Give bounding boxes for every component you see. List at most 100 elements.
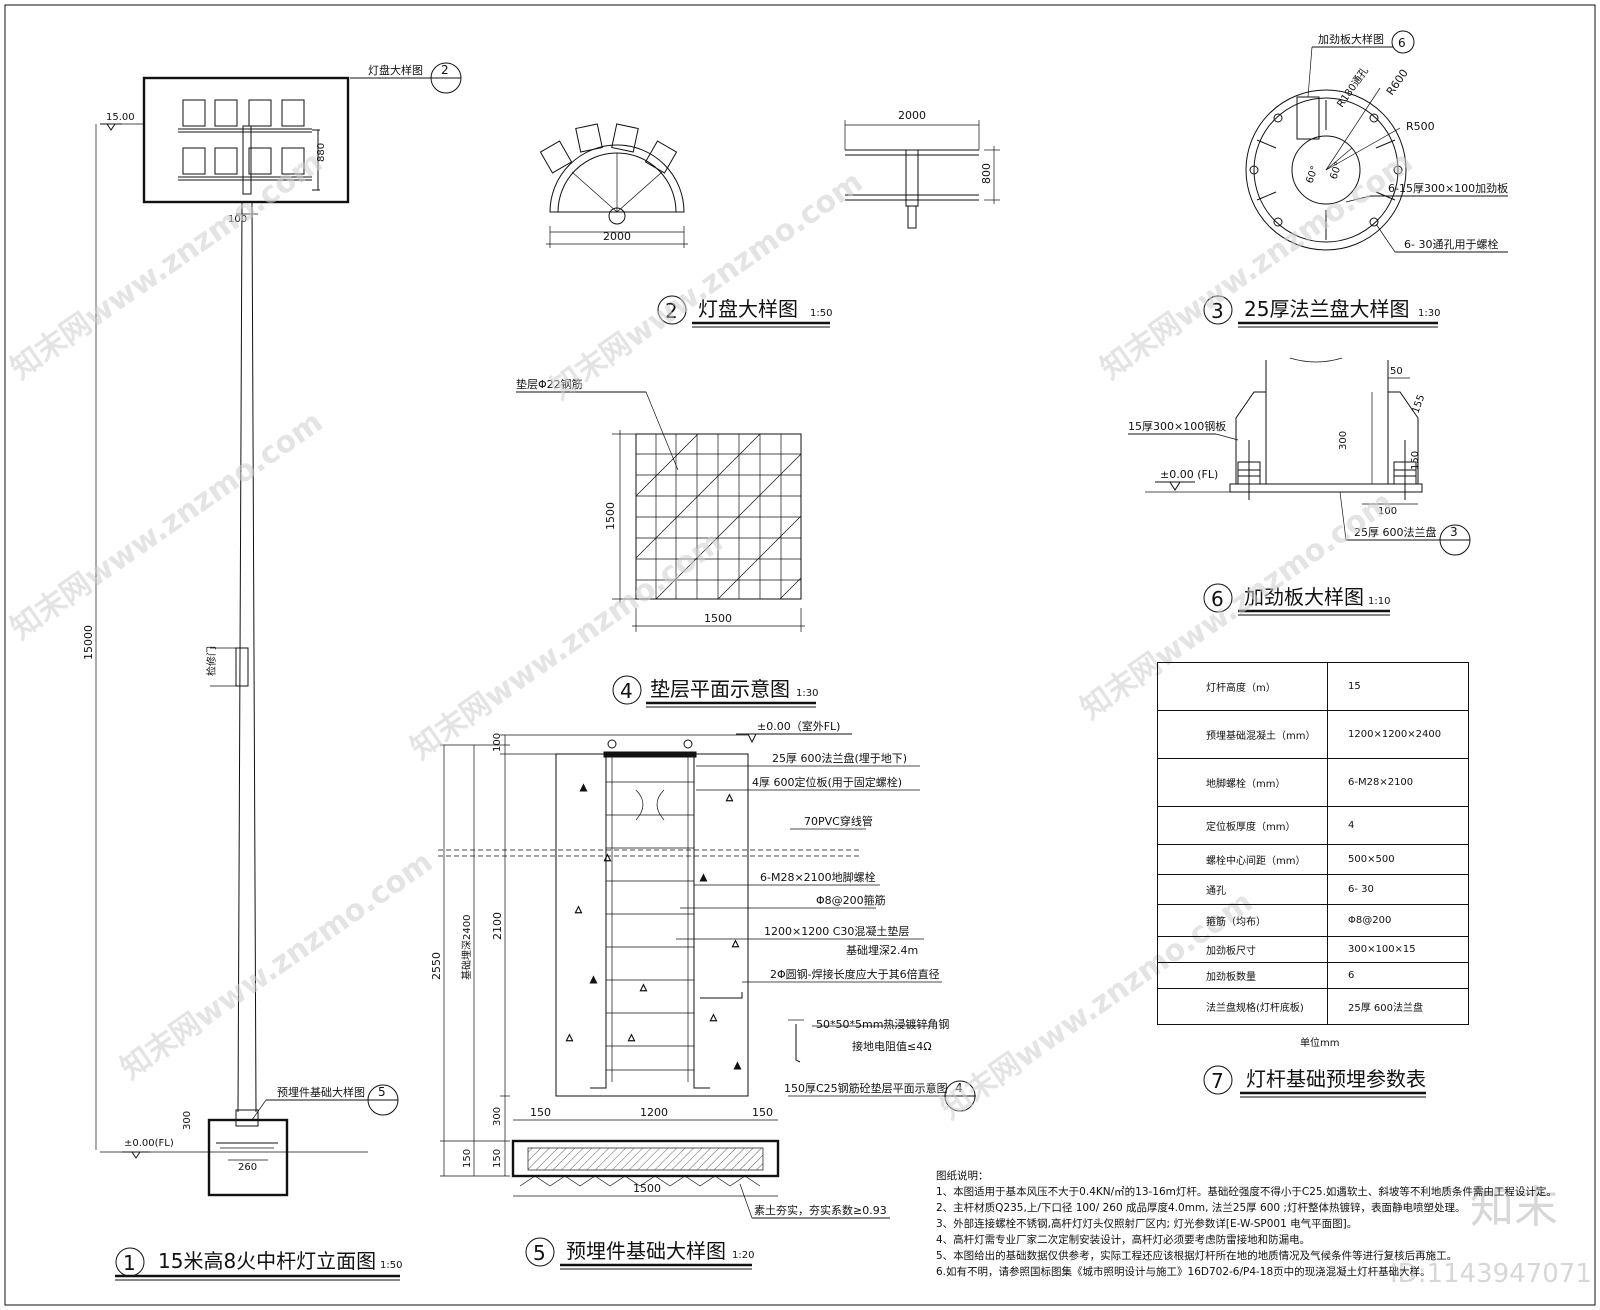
dim-260: 260: [238, 1162, 257, 1173]
view1-title: 15米高8火中杆灯立面图: [158, 1249, 376, 1273]
fdim-150a: 150: [462, 1149, 473, 1168]
flange-r600: R600: [1384, 67, 1411, 98]
svg-text:△: △: [628, 1033, 635, 1043]
svg-text:知末网www.znzmo.com: 知末网www.znzmo.com: [5, 405, 330, 647]
fnote-1: 4厚 600定位板(用于固定螺栓): [752, 775, 902, 789]
view6-num: 6: [1211, 587, 1224, 611]
view-table-title: 7 灯杆基础预埋参数表: [1203, 1065, 1426, 1098]
note-item: 4、高杆灯需专业厂家二次定制安装设计，高杆灯必须要考虑防雷接地和防漏电。: [936, 1234, 1311, 1246]
cushion-width: 1500: [704, 612, 732, 625]
table-row: 法兰盘规格(灯杆底板)25厚 600法兰盘: [1157, 988, 1469, 1025]
view-flange: R180通孔 R600 R500 60° 60° 加劲板大样图 6 6-15厚3…: [1203, 30, 1508, 328]
view3-title: 25厚法兰盘大样图: [1244, 297, 1409, 321]
level-top: 15.00: [106, 112, 135, 123]
id-watermark: ID:1143947071: [1390, 1259, 1592, 1289]
rib-d100: 100: [1378, 506, 1397, 517]
view5-num: 5: [533, 1241, 546, 1265]
svg-text:△: △: [726, 793, 733, 803]
fdim-300: 300: [492, 1107, 503, 1126]
dim-100: 100: [228, 214, 247, 225]
fnote-3: 6-M28×2100地脚螺栓: [760, 870, 876, 884]
view1-scale: 1:50: [380, 1260, 402, 1271]
ref-num-2: 2: [441, 63, 449, 77]
view4-title: 垫层平面示意图: [650, 677, 790, 701]
view2-num: 2: [665, 299, 678, 323]
flange-ref-num: 6: [1398, 36, 1406, 50]
fnote-0: 25厚 600法兰盘(埋于地下): [772, 751, 907, 765]
svg-text:△: △: [566, 1033, 573, 1043]
fnote-5: 1200×1200 C30混凝土垫层: [764, 924, 909, 938]
cushion-rebar: 垫层Φ22钢筋: [516, 377, 583, 391]
fdim-w150a: 150: [530, 1106, 551, 1119]
fnote-6: 基础埋深2.4m: [846, 944, 918, 957]
view-lamp-disc: 2000 2000 800 2 灯盘大样图 1:50: [539, 109, 1000, 328]
svg-text:▲: ▲: [700, 873, 707, 883]
fdim-2550: 2550: [430, 952, 443, 980]
view5-scale: 1:20: [732, 1250, 754, 1261]
view7-title: 灯杆基础预埋参数表: [1246, 1067, 1426, 1091]
svg-text:知末网www.znzmo.com: 知末网www.znzmo.com: [115, 845, 440, 1087]
door-label: 检修门: [205, 646, 218, 676]
view4-num: 4: [620, 679, 633, 703]
svg-text:△: △: [604, 853, 611, 863]
svg-text:△: △: [732, 939, 739, 949]
svg-text:△: △: [640, 983, 647, 993]
fnote-4: Φ8@200箍筋: [816, 893, 886, 907]
note-item: 3、外部连接螺栓不锈钢,高杆灯灯头仅照射厂区内; 灯光参数详[E-W-SP001…: [936, 1218, 1358, 1230]
level-ground: ±0.00(FL): [124, 1138, 174, 1149]
table-row: 灯杆高度（m）15: [1157, 662, 1469, 711]
table-row: 地脚螺栓（mm）6-M28×2100: [1157, 758, 1469, 807]
fnote-9: 接地电阻值≤4Ω: [852, 1040, 932, 1053]
dim-15000: 15000: [82, 625, 95, 660]
svg-text:▲: ▲: [734, 1061, 741, 1071]
table-unit: 单位mm: [1300, 1038, 1340, 1049]
base-foundation: [207, 1118, 289, 1197]
dim-880: 880: [316, 143, 327, 162]
sheet-border: [4, 4, 1596, 1306]
flange-bolt-note: 6- 30通孔用于螺栓: [1404, 237, 1498, 251]
fnote-2: 70PVC穿线管: [804, 814, 873, 828]
brand-watermark: 知末: [1470, 1182, 1558, 1233]
fdim-2400: 基础埋深2400: [460, 915, 473, 980]
flange-angle-2: 60°: [1328, 161, 1344, 181]
parameter-table: 灯杆高度（m）15 预埋基础混凝土（mm）1200×1200×2400 地脚螺栓…: [1157, 662, 1469, 1025]
ref-num-5: 5: [378, 1085, 386, 1099]
rib-d155: 155: [1410, 393, 1427, 415]
fnote-7: 2Φ圆钢-焊接长度应大于其6倍直径: [770, 967, 940, 981]
table-row: 定位板厚度（mm）4: [1157, 806, 1469, 845]
table-row: 螺栓中心间距（mm）500×500: [1157, 844, 1469, 875]
view-elevation: 880 100 检修门 灯盘大样图 2 15.00 15000 300 260 …: [82, 62, 462, 1281]
svg-text:▲: ▲: [580, 783, 587, 793]
rib-d300: 300: [1338, 431, 1349, 450]
svg-text:▲: ▲: [590, 975, 597, 985]
note-item: 2、主杆材质Q235,上/下口径 100/ 260 成品厚度4.0mm, 法兰2…: [936, 1202, 1466, 1214]
view2-title: 灯盘大样图: [698, 297, 798, 321]
notes-heading: 图纸说明：: [936, 1170, 989, 1182]
rib-plate-label: 15厚300×100钢板: [1128, 419, 1226, 433]
fdim-100: 100: [492, 733, 503, 752]
svg-text:知末网www.znzmo.com: 知末网www.znzmo.com: [5, 145, 330, 387]
flange-ref: 加劲板大样图: [1318, 32, 1384, 46]
view7-num: 7: [1211, 1069, 1224, 1093]
note-item: 1、本图适用于基本风压不大于0.4KN/㎡的13-16m灯杆。基础砼强度不得小于…: [936, 1186, 1557, 1198]
flange-r500: R500: [1406, 120, 1435, 133]
view3-scale: 1:30: [1418, 308, 1440, 319]
view4-scale: 1:30: [796, 688, 818, 699]
view3-num: 3: [1211, 299, 1224, 323]
view-rib: ±0.00 (FL) 15厚300×100钢板 50 155 300 150 1…: [1128, 357, 1471, 616]
note-item: 5、本图给出的基础数据仅供参考，实际工程还应该根据灯杆所在地的地质情况及气候条件…: [936, 1250, 1458, 1262]
flange-angle-1: 60°: [1304, 165, 1320, 185]
fdim-w150b: 150: [752, 1106, 773, 1119]
view6-title: 加劲板大样图: [1244, 585, 1364, 609]
view-cushion: 1500 1500 垫层Φ22钢筋 4 垫层平面示意图 1:30: [516, 377, 818, 708]
lamp-front-dim: 2000: [603, 230, 631, 243]
rib-d50: 50: [1390, 366, 1403, 377]
lamp-detail-ref: 灯盘大样图: [368, 63, 423, 77]
fdim-w1500: 1500: [633, 1182, 661, 1195]
rib-d150: 150: [1410, 451, 1421, 470]
lamp-side-width: 2000: [898, 109, 926, 122]
table-row: 箍筋（均布）Φ8@200: [1157, 904, 1469, 937]
